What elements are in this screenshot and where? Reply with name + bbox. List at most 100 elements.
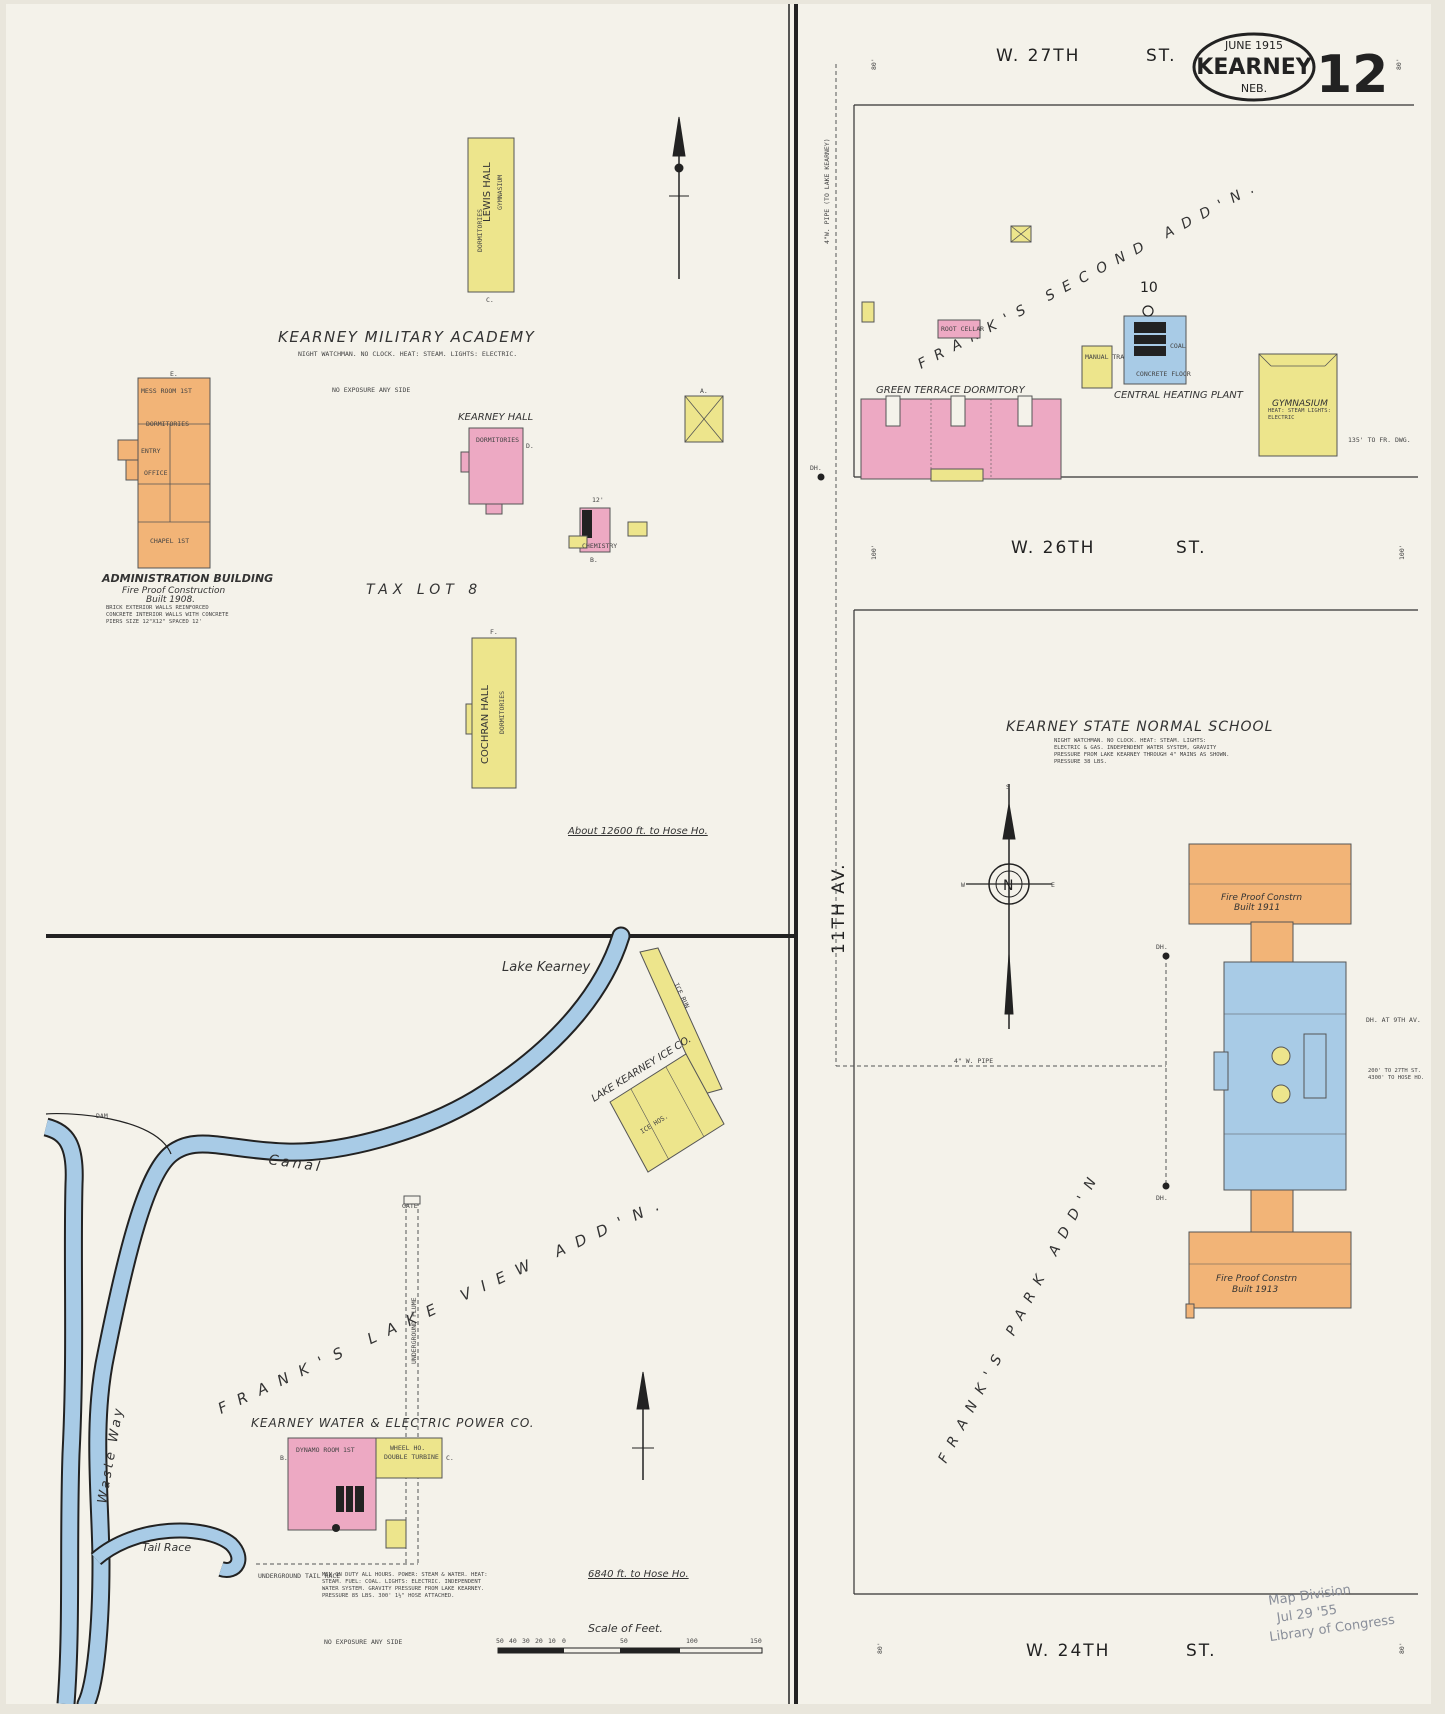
street-width-top-left: 80' bbox=[870, 58, 878, 70]
letter-c-power: C. bbox=[446, 1454, 454, 1462]
scale-tick-0: 0 bbox=[562, 1637, 566, 1645]
cartouche-date: JUNE 1915 bbox=[1224, 39, 1283, 52]
power-hose-distance: 6840 ft. to Hose Ho. bbox=[588, 1569, 689, 1580]
green-terrace-dormitory bbox=[860, 395, 1062, 482]
scale-tick-50a: 50 bbox=[496, 1637, 504, 1645]
entry-label: ENTRY bbox=[141, 447, 161, 455]
canal-label: Canal bbox=[267, 1152, 323, 1175]
building-number-10: 10 bbox=[1140, 280, 1158, 296]
wheel-ho-label: WHEEL HO. bbox=[390, 1444, 425, 1452]
street-w26-st: ST. bbox=[1176, 538, 1207, 558]
power-house: DYNAMO ROOM 1ST WHEEL HO. DOUBLE TURBINE… bbox=[280, 1437, 454, 1549]
distance-note: 135' TO FR. DWG. bbox=[1348, 436, 1411, 444]
gymnasium-note: HEAT: STEAM LIGHTS: ELECTRIC bbox=[1268, 408, 1331, 421]
academy-title: KEARNEY MILITARY ACADEMY bbox=[278, 328, 536, 346]
administration-building: MESS ROOM 1ST DORMITORIES ENTRY OFFICE C… bbox=[117, 370, 211, 569]
sheet-number: 12 bbox=[1316, 45, 1388, 105]
gate-label: GATE bbox=[402, 1202, 418, 1210]
mess-room-label: MESS ROOM 1ST bbox=[141, 387, 192, 395]
letter-c: C. bbox=[486, 296, 494, 304]
north-arrow-lower bbox=[632, 1371, 654, 1480]
kearney-hall-sub: DORMITORIES bbox=[476, 436, 519, 444]
double-turbine-label: DOUBLE TURBINE bbox=[384, 1453, 439, 1461]
waste-way-water bbox=[43, 1119, 82, 1704]
dynamo-room-label: DYNAMO ROOM 1ST bbox=[296, 1446, 355, 1454]
sanborn-map: JUNE 1915 KEARNEY NEB. 12 W. 27TH ST. W.… bbox=[43, 4, 1431, 1704]
admin-sub2: Built 1908. bbox=[146, 595, 195, 605]
kearney-hall-label: KEARNEY HALL bbox=[458, 412, 533, 423]
central-heating-label: CENTRAL HEATING PLANT bbox=[1114, 390, 1244, 401]
street-w27-st: ST. bbox=[1146, 46, 1177, 66]
lewis-hall: LEWIS HALL DORMITORIES GYMNASIUM C. bbox=[467, 137, 515, 304]
hydrant-bottom bbox=[1162, 1182, 1170, 1190]
underground-flume-label: UNDERGROUND FLUME bbox=[410, 1297, 418, 1364]
street-width-top-right: 80' bbox=[1395, 58, 1403, 70]
scale-tick-10: 10 bbox=[548, 1637, 556, 1645]
manual-training-label: MANUAL TRAINING bbox=[1085, 353, 1144, 361]
compass-e: E bbox=[1051, 881, 1055, 889]
street-w27: W. 27TH bbox=[996, 46, 1080, 66]
fire-proof-1: Fire Proof Constrn bbox=[1221, 893, 1302, 903]
scale-tick-20: 20 bbox=[535, 1637, 543, 1645]
dh-left: DH. bbox=[810, 464, 822, 472]
street-11th-av: 11TH AV. bbox=[829, 862, 849, 954]
normal-school-note: NIGHT WATCHMAN. NO CLOCK. HEAT: STEAM. L… bbox=[1054, 738, 1230, 765]
underground-tail-race-label: UNDERGROUND TAIL RACE bbox=[258, 1572, 340, 1580]
scale-tick-50: 50 bbox=[620, 1637, 628, 1645]
chemistry-dist: 12' bbox=[592, 496, 604, 504]
academy-note: NIGHT WATCHMAN. NO CLOCK. HEAT: STEAM. L… bbox=[298, 350, 517, 358]
scale-label: Scale of Feet. bbox=[588, 1622, 663, 1635]
scale-tick-100: 100 bbox=[686, 1637, 698, 1645]
ice-house: ICE HOS. ICE RUN bbox=[609, 947, 725, 1173]
scale-bar: Scale of Feet. 50 40 30 20 10 0 50 100 1… bbox=[496, 1622, 763, 1654]
gate bbox=[403, 1195, 421, 1205]
admin-sub1: Fire Proof Construction bbox=[122, 586, 226, 596]
letter-f: F. bbox=[490, 628, 498, 636]
block-lines bbox=[853, 104, 1418, 1595]
compass-s: S bbox=[1006, 783, 1010, 791]
lake-label: Lake Kearney bbox=[502, 960, 590, 975]
kearney-hall: DORMITORIES D. bbox=[460, 427, 534, 515]
built-1911: Built 1911 bbox=[1234, 903, 1280, 913]
north-arrow-academy bbox=[669, 116, 689, 279]
chemistry-building: CHEMISTRY 12' B. bbox=[568, 496, 617, 564]
shed-left bbox=[861, 301, 875, 323]
street-width-mid-right: 100' bbox=[1398, 544, 1406, 560]
scale-tick-30: 30 bbox=[522, 1637, 530, 1645]
dh-top: DH. bbox=[1156, 943, 1168, 951]
normal-school-title: KEARNEY STATE NORMAL SCHOOL bbox=[1006, 719, 1273, 735]
cochran-hall-label: COCHRAN HALL bbox=[480, 685, 491, 764]
map-sheet: JUNE 1915 KEARNEY NEB. 12 W. 27TH ST. W.… bbox=[6, 4, 1431, 1704]
outbuilding-small bbox=[627, 521, 648, 537]
compass-rose: S W E N bbox=[961, 783, 1055, 1029]
street-width-bottom-right: 80' bbox=[1398, 1642, 1406, 1654]
academy-hose-distance: About 12600 ft. to Hose Ho. bbox=[567, 826, 708, 837]
scale-tick-150: 150 bbox=[750, 1637, 762, 1645]
dam-line bbox=[45, 1113, 172, 1155]
street-width-bottom-left: 80' bbox=[876, 1642, 884, 1654]
lewis-hall-gym: GYMNASIUM bbox=[496, 175, 504, 210]
letter-e: E. bbox=[170, 370, 178, 378]
manual-training: MANUAL TRAINING bbox=[1081, 345, 1144, 389]
hydrant-top bbox=[1162, 952, 1170, 960]
tax-lot-label: TAX LOT 8 bbox=[366, 582, 482, 598]
compass-n: N bbox=[1003, 878, 1013, 894]
admin-note: BRICK EXTERIOR WALLS REINFORCED CONCRETE… bbox=[106, 605, 229, 625]
water-pipe-label: 4"W. PIPE (TO LAKE KEARNEY) bbox=[823, 138, 831, 244]
admin-label: ADMINISTRATION BUILDING bbox=[101, 572, 273, 585]
letter-b: B. bbox=[590, 556, 598, 564]
scale-tick-40: 40 bbox=[509, 1637, 517, 1645]
street-w24-st: ST. bbox=[1186, 1641, 1217, 1661]
lewis-hall-sub: DORMITORIES bbox=[476, 209, 484, 252]
street-width-mid-left: 100' bbox=[870, 544, 878, 560]
admin-note-box: BRICK EXTERIOR WALLS REINFORCED CONCRETE… bbox=[106, 605, 229, 625]
dormitories-label: DORMITORIES bbox=[146, 420, 189, 428]
tail-race-label: Tail Race bbox=[142, 1541, 191, 1554]
dh-bottom: DH. bbox=[1156, 1194, 1168, 1202]
academy-exposure: NO EXPOSURE ANY SIDE bbox=[332, 386, 410, 394]
root-cellar-label: ROOT CELLAR bbox=[941, 325, 984, 333]
hydrant-left bbox=[817, 473, 825, 481]
built-1913: Built 1913 bbox=[1232, 1285, 1278, 1295]
letter-d: D. bbox=[526, 442, 534, 450]
power-note: MEN ON DUTY ALL HOURS. POWER: STEAM & WA… bbox=[322, 1572, 488, 1599]
